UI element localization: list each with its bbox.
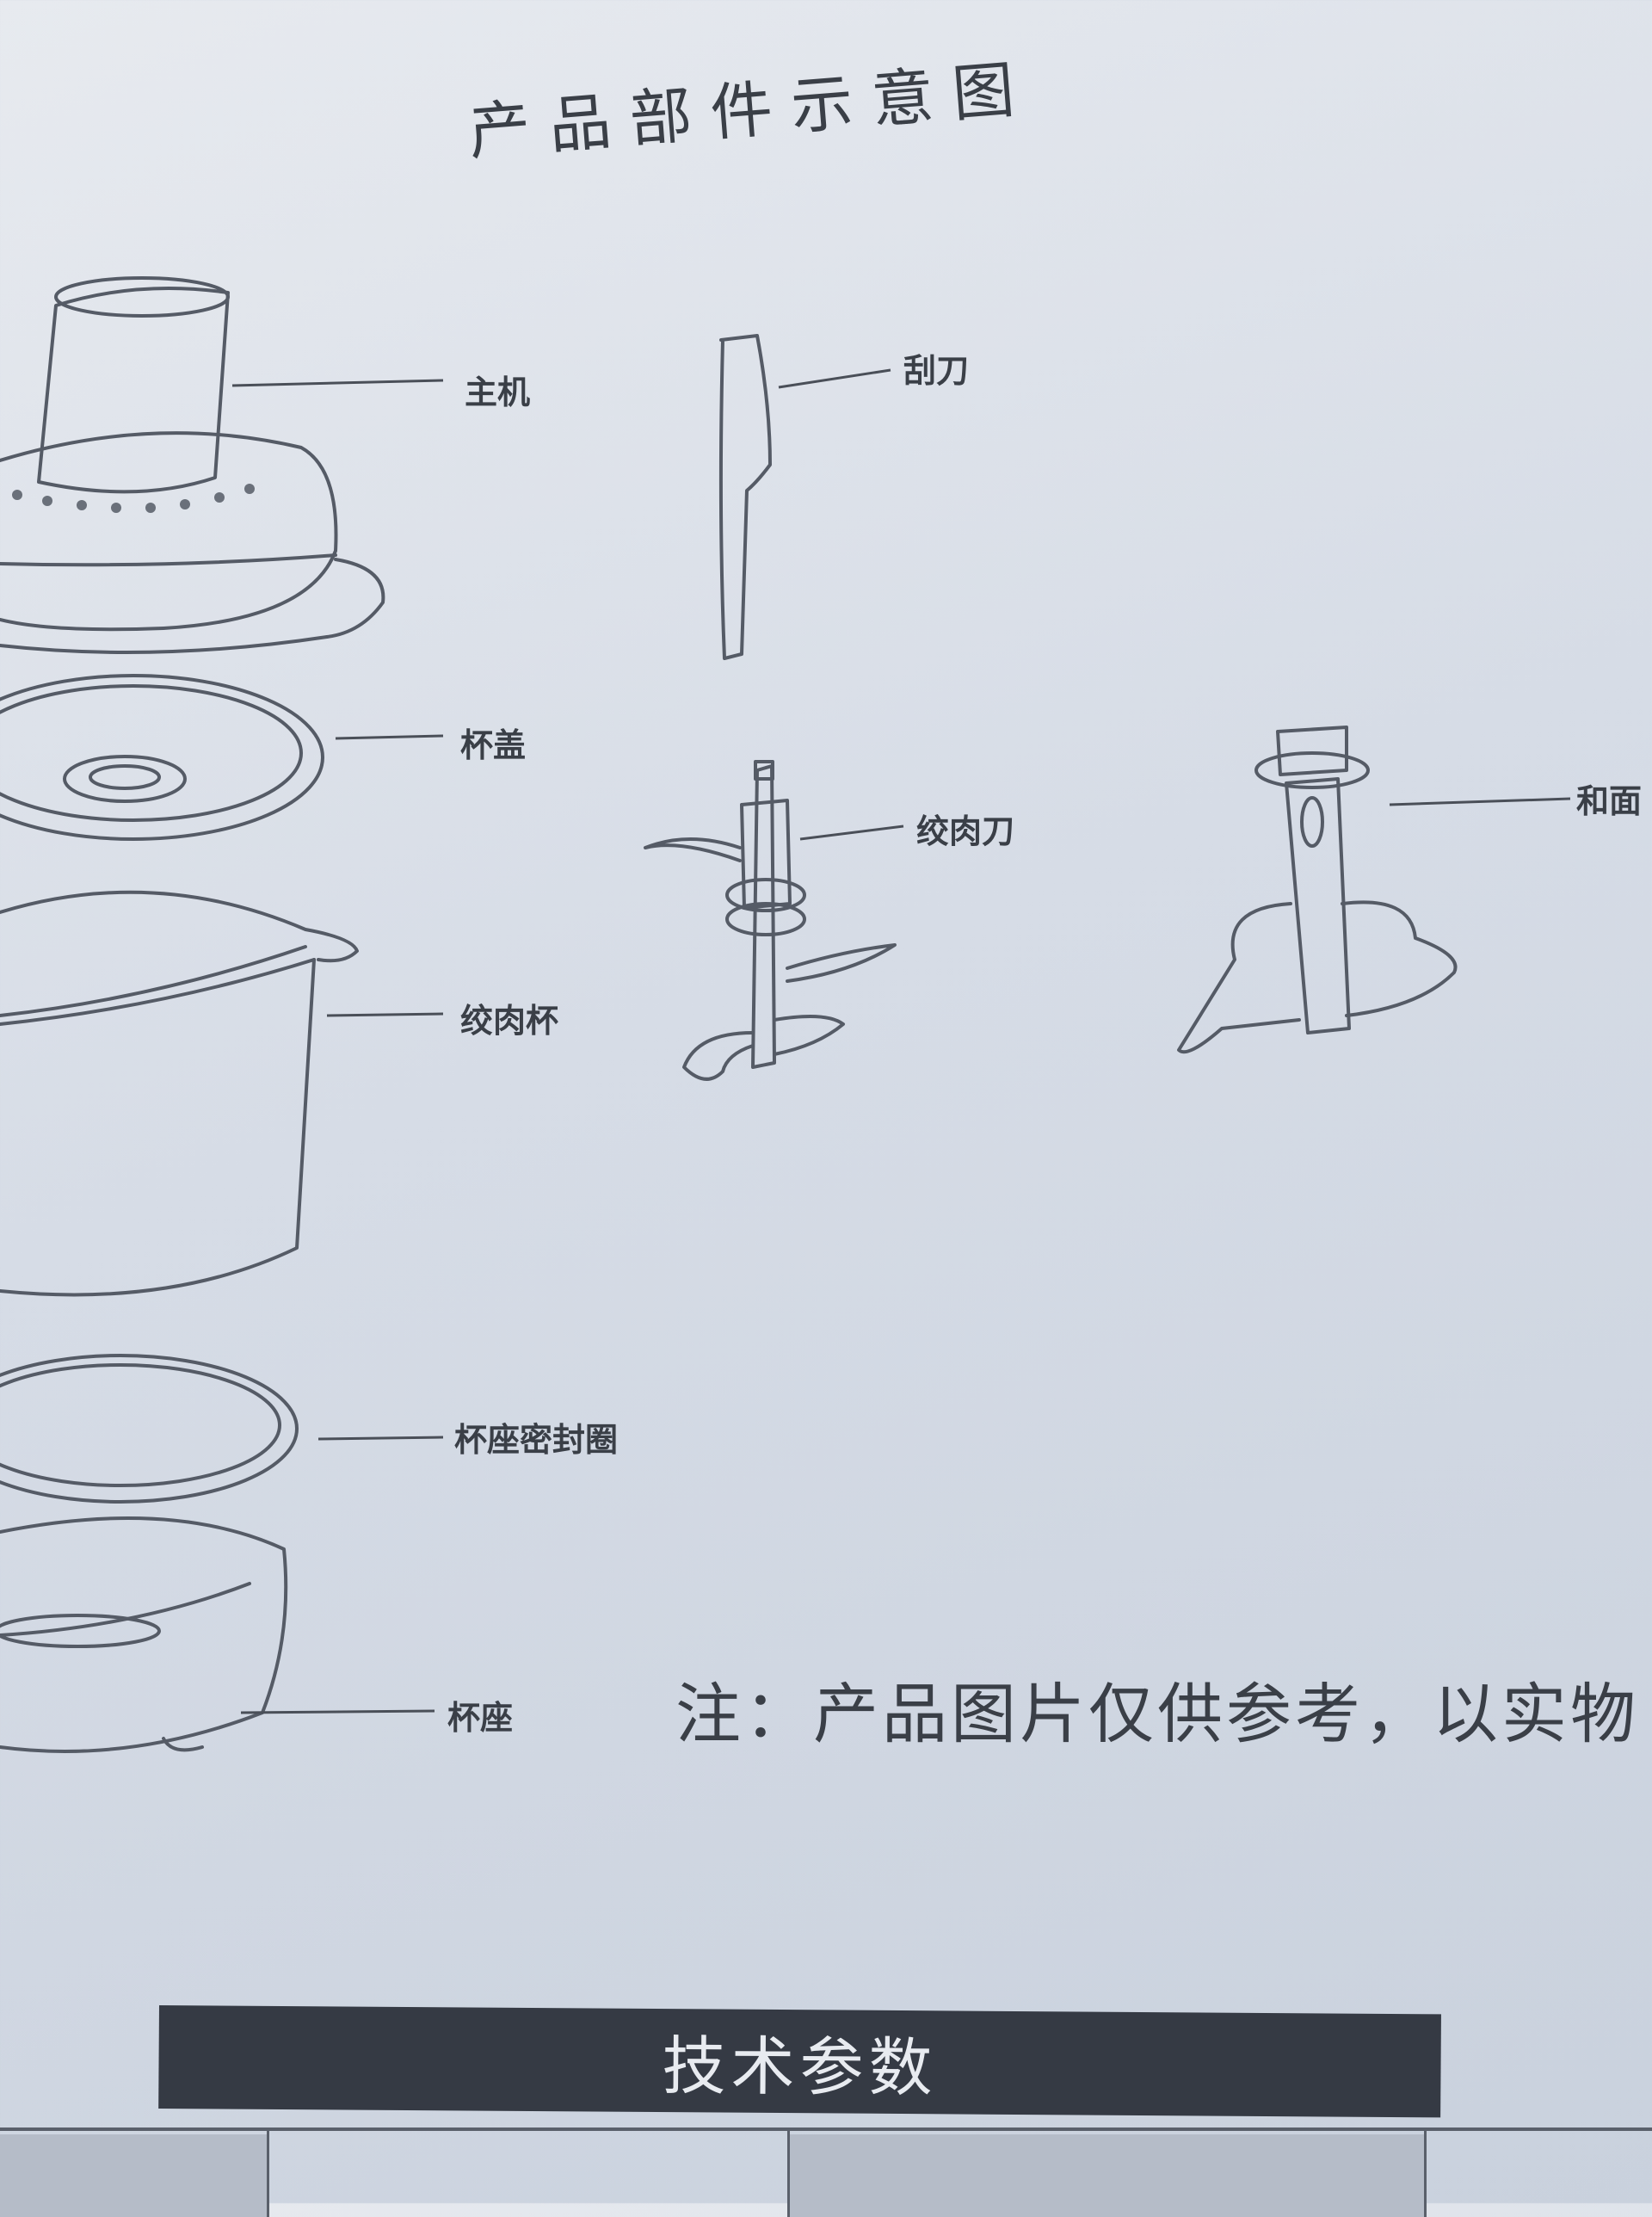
cup-lid-illustration (0, 674, 324, 841)
spec-table-cell (787, 2134, 1424, 2217)
spec-table-divider (787, 2131, 790, 2217)
seat-seal-illustration (0, 1354, 299, 1504)
cup-seat-leader (240, 1709, 435, 1714)
label-cup-lid: 杯盖 (460, 728, 527, 764)
scraper-leader (778, 368, 891, 389)
dough-hook-illustration (1177, 726, 1458, 1054)
mincing-cup-leader (326, 1012, 444, 1017)
scraper-illustration (718, 334, 772, 660)
label-mincing-cup: 绞肉杯 (460, 1004, 559, 1040)
mincing-blade-leader (799, 824, 904, 841)
main-unit-leader (231, 379, 444, 387)
cup-lid-leader (335, 734, 444, 740)
label-seat-seal: 杯座密封圈 (454, 1423, 619, 1459)
mincing-blade-illustration (644, 760, 897, 1081)
seat-seal-leader (317, 1436, 444, 1441)
spec-table-divider (1424, 2131, 1427, 2217)
label-main-unit: 主机 (465, 375, 531, 411)
dough-hook-leader (1389, 797, 1571, 806)
main-unit-illustration (0, 276, 385, 654)
spec-table-divider (267, 2131, 269, 2217)
spec-table-header (0, 2127, 1652, 2217)
label-scraper: 刮刀 (903, 354, 970, 390)
label-cup-seat: 杯座 (447, 1701, 514, 1737)
mincing-cup-illustration (0, 890, 359, 1297)
section-banner-text: 技术参数 (662, 2029, 938, 2103)
reference-note: 注：产品图片仅供参考，以实物 (675, 1678, 1639, 1751)
label-dough-hook: 和面 (1576, 784, 1643, 820)
label-mincing-blade: 绞肉刀 (916, 814, 1015, 850)
spec-table-cell (0, 2134, 267, 2217)
cup-seat-illustration (0, 1516, 288, 1753)
section-banner: 技术参数 (158, 2005, 1441, 2118)
